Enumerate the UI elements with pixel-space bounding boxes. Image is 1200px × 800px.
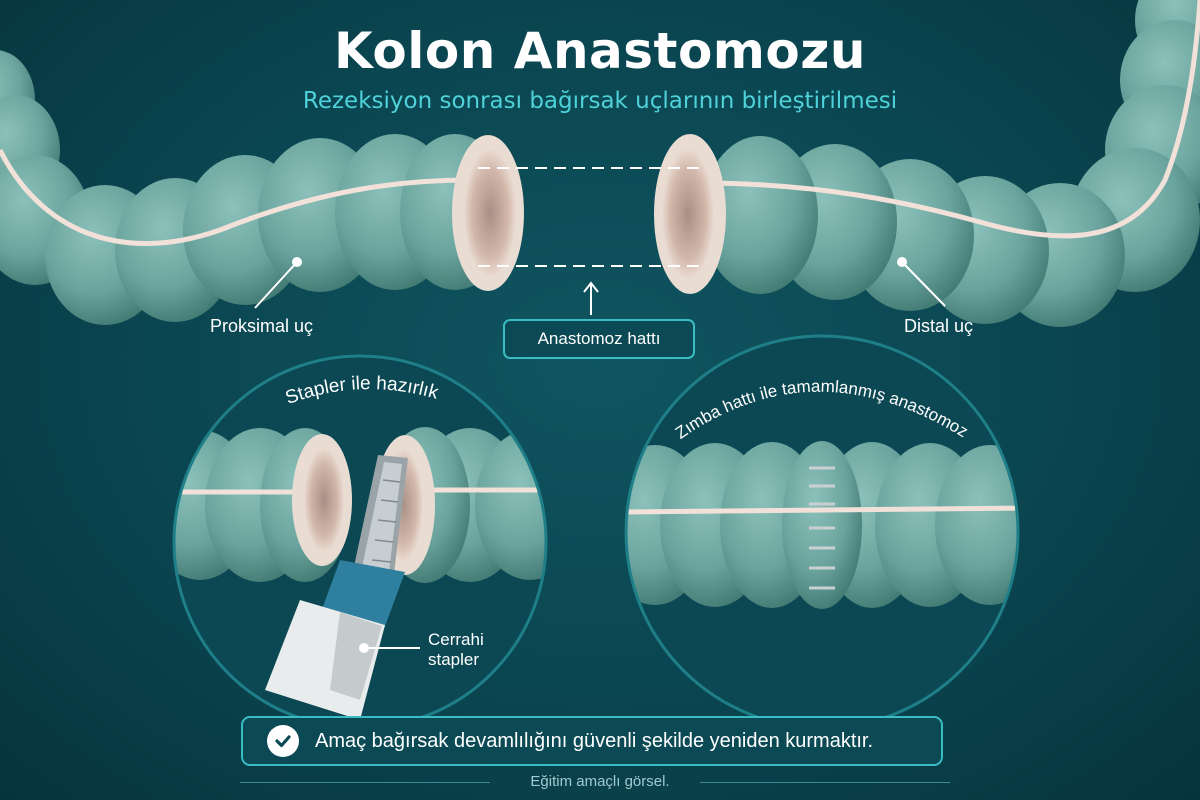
distal-pointer bbox=[897, 257, 946, 307]
page-title: Kolon Anastomozu bbox=[334, 22, 866, 80]
goal-text: Amaç bağırsak devamlılığını güvenli şeki… bbox=[315, 729, 874, 752]
completed-anastomosis-panel bbox=[624, 334, 1020, 730]
stapler-panel bbox=[172, 354, 548, 730]
anastomosis-line-label: Anastomoz hattı bbox=[503, 319, 695, 359]
stapler-label: Cerrahi stapler bbox=[428, 630, 484, 670]
stapler-label-line2: stapler bbox=[428, 650, 480, 669]
distal-colon bbox=[702, 0, 1200, 327]
proximal-label: Proksimal uç bbox=[210, 316, 314, 336]
footer-divider-left bbox=[240, 782, 490, 783]
proximal-pointer bbox=[254, 257, 302, 309]
distal-label: Distal uç bbox=[904, 316, 974, 336]
anastomosis-line-text: Anastomoz hattı bbox=[537, 329, 661, 348]
footer-divider-right bbox=[700, 782, 950, 783]
stapler-label-line1: Cerrahi bbox=[428, 630, 484, 649]
footer-note: Eğitim amaçlı görsel. bbox=[530, 773, 670, 790]
check-icon bbox=[267, 725, 299, 757]
distal-lumen bbox=[662, 149, 714, 279]
anastomosis-arrow bbox=[583, 281, 599, 315]
goal-banner: Amaç bağırsak devamlılığını güvenli şeki… bbox=[241, 716, 943, 766]
proximal-lumen bbox=[464, 149, 516, 277]
staple-line bbox=[809, 466, 835, 590]
page-subtitle: Rezeksiyon sonrası bağırsak uçlarının bi… bbox=[302, 88, 898, 114]
